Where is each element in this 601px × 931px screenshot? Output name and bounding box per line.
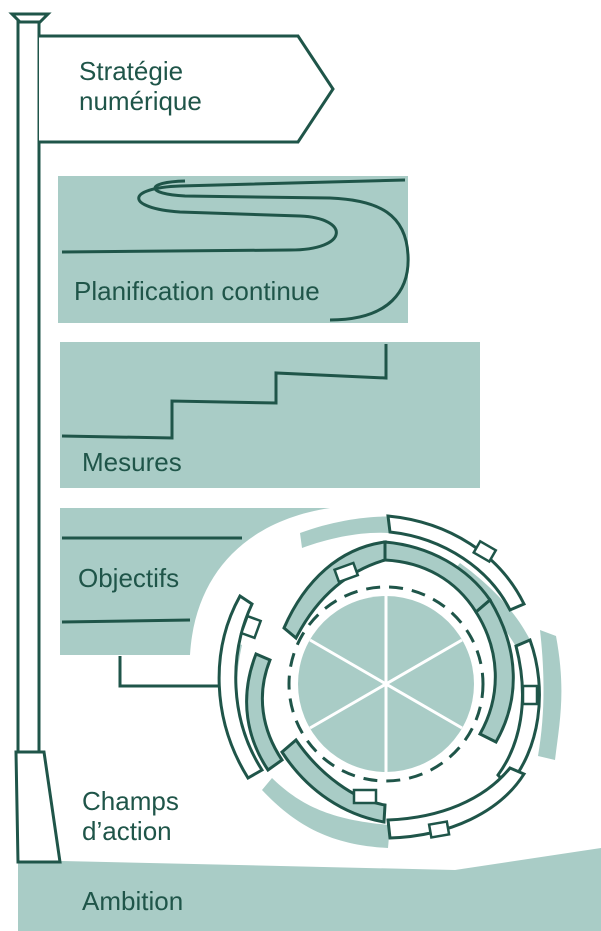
signpost-pole — [8, 12, 62, 864]
measures-label: Mesures — [82, 447, 182, 477]
fields-wheel — [217, 514, 562, 848]
fields-label-line1: Champs — [82, 786, 179, 816]
planning-curve-line-outer — [153, 179, 410, 322]
connector-line — [118, 656, 222, 688]
strategy-flag — [39, 34, 335, 144]
planning-curve-line — [61, 178, 406, 254]
measures-panel — [60, 342, 480, 488]
strategy-label-line2: numérique — [79, 86, 202, 116]
fields-label-line2: d’action — [82, 816, 172, 846]
ambition-band — [18, 848, 601, 931]
objectives-label: Objectifs — [78, 563, 179, 593]
wheel-spokes — [309, 596, 463, 772]
wheel-dashed-ring — [287, 585, 485, 783]
objectives-panel — [60, 508, 330, 655]
wheel-outer-segments — [217, 514, 541, 840]
measures-staircase-line — [61, 344, 388, 440]
ambition-label: Ambition — [82, 886, 183, 916]
strategy-label-line1: Stratégie — [79, 56, 183, 86]
planning-label: Planification continue — [74, 276, 320, 306]
planning-panel — [58, 176, 410, 323]
wheel-markers — [239, 539, 539, 839]
objectives-line-bottom — [61, 618, 191, 624]
